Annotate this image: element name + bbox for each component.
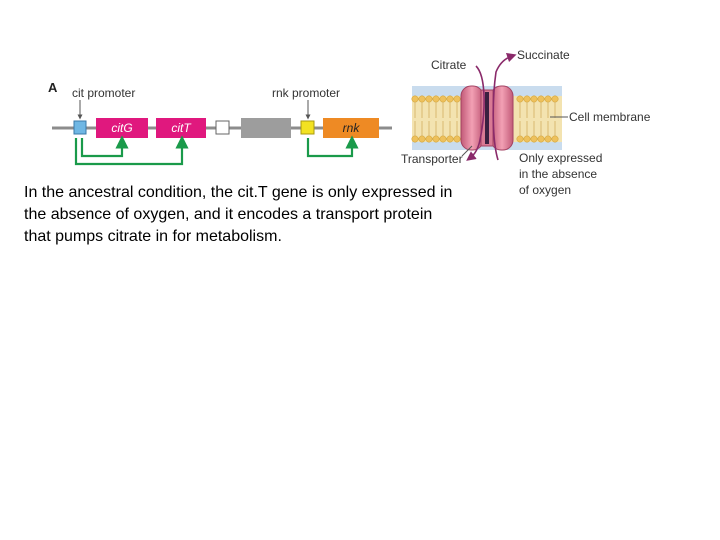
transporter-protein [460, 85, 514, 151]
cit-operon-diagram: A cit promoter rnk promoter citG citT rn… [48, 48, 651, 197]
citrate-arrow [466, 65, 485, 161]
lipid-tails [414, 102, 556, 136]
cit-expression-arrow-outer [74, 135, 189, 166]
caption-line-1: In the ancestral condition, the cit.T ge… [24, 184, 453, 201]
rnk-label: rnk [343, 121, 361, 135]
lipid-head [411, 95, 419, 103]
lipid-head [551, 95, 559, 103]
lipid-head [530, 135, 538, 143]
only-expressed-line-1: Only expressed [519, 151, 602, 165]
lipid-head [432, 135, 440, 143]
caption-line-3: that pumps citrate in for metabolism. [24, 228, 282, 245]
panel-label: A [48, 80, 58, 95]
lipid-head [544, 135, 552, 143]
lipid-head [418, 135, 426, 143]
citG-gene [96, 118, 148, 138]
lipid-head [453, 95, 461, 103]
lipid-head [439, 95, 447, 103]
lipid-head [551, 135, 559, 143]
citrate-label: Citrate [431, 58, 467, 72]
only-expressed-line-3: of oxygen [519, 183, 571, 197]
lipid-head [537, 95, 545, 103]
lipid-head [425, 135, 433, 143]
rnk-gene [323, 118, 379, 138]
gray-gene [241, 118, 291, 138]
spacer-box [215, 120, 230, 135]
lipid-head [516, 95, 524, 103]
citG-label: citG [111, 121, 132, 135]
citT-label: citT [171, 121, 192, 135]
lipid-head [439, 135, 447, 143]
lipid-head [453, 135, 461, 143]
lipid-head [446, 95, 454, 103]
lipid-head [544, 95, 552, 103]
caption: In the ancestral condition, the cit.T ge… [24, 182, 524, 248]
succinate-arrow [492, 52, 517, 161]
transporter-label: Transporter [401, 152, 463, 166]
transporter-pointer [461, 145, 473, 157]
cit-expression-arrow-inner [80, 135, 129, 158]
lipid-head [411, 135, 419, 143]
rnk-expression-arrow [306, 135, 359, 158]
lipid-head [432, 95, 440, 103]
cit-promoter-box [73, 120, 87, 135]
only-expressed-line-2: in the absence [519, 167, 597, 181]
lipid-head [523, 135, 531, 143]
lipid-head [516, 135, 524, 143]
rnk-promoter-box [300, 120, 315, 135]
lipid-head [418, 95, 426, 103]
lipid-head [446, 135, 454, 143]
succinate-label: Succinate [517, 48, 570, 62]
cell-membrane-label: Cell membrane [569, 110, 651, 124]
caption-line-2: the absence of oxygen, and it encodes a … [24, 206, 433, 223]
lipid-head [425, 95, 433, 103]
lipid-head [537, 135, 545, 143]
citT-gene [156, 118, 206, 138]
lipid-head [530, 95, 538, 103]
lipid-head [523, 95, 531, 103]
cit-promoter-label: cit promoter [72, 86, 135, 100]
rnk-promoter-label: rnk promoter [272, 86, 340, 100]
lipid-heads-bottom [411, 135, 559, 143]
